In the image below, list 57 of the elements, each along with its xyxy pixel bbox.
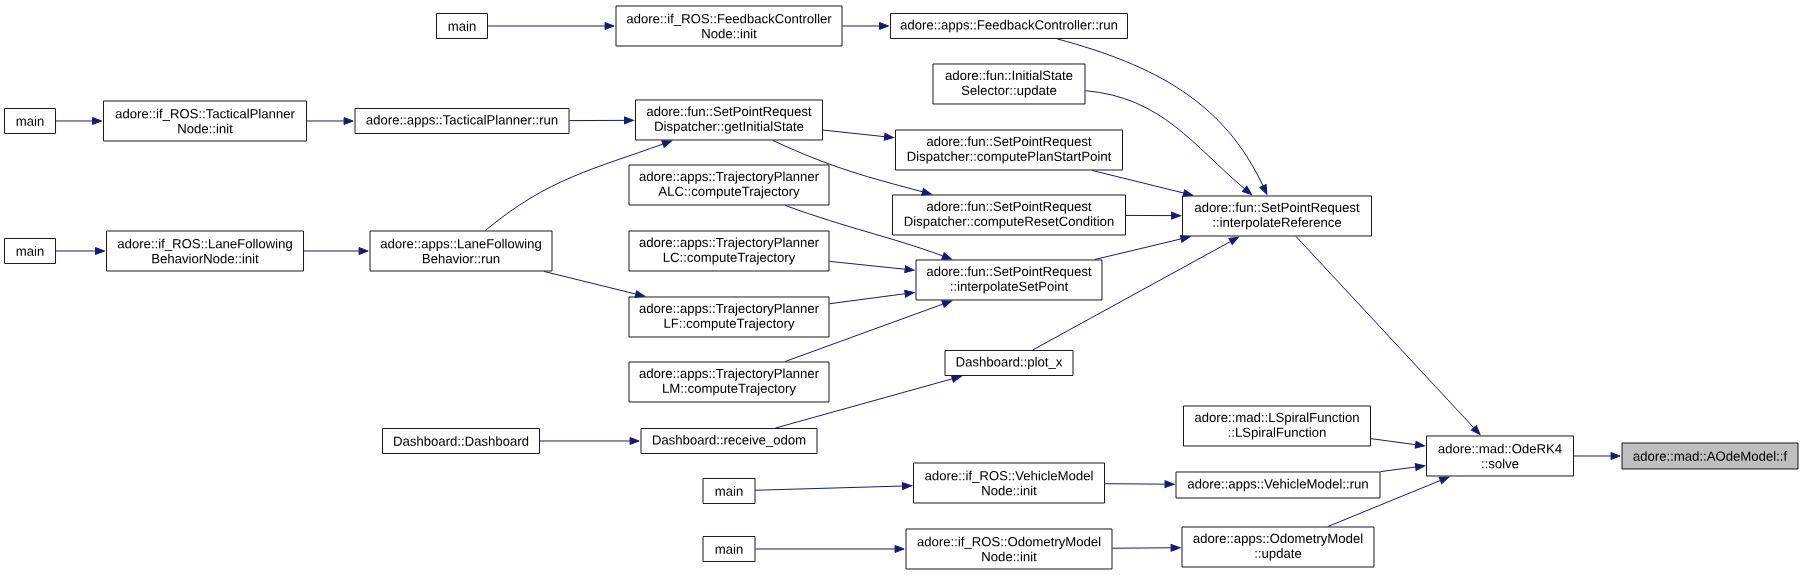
function-box: adore::apps::FeedbackController::run: [890, 13, 1128, 39]
function-box: main: [4, 238, 56, 264]
function-box: adore::if_ROS::FeedbackController Node::init: [615, 5, 843, 47]
arrow: [1370, 438, 1426, 449]
arrow: [841, 22, 890, 30]
function-box: adore::mad::OdeRK4 ::solve: [1426, 435, 1574, 477]
arrow: [55, 247, 106, 255]
function-box: adore::fun::SetPointRequest Dispatcher::getInitialState: [635, 99, 823, 141]
arrow: [754, 482, 913, 491]
function-box: adore::fun::SetPointRequest ::interpolateReference: [1182, 195, 1372, 237]
arrow: [1573, 452, 1621, 460]
function-box: adore::apps::TrajectoryPlanner LM::computeTrajectory: [628, 361, 830, 403]
arrow: [306, 117, 354, 125]
function-box: adore::apps::TrajectoryPlanner LC::computeTrajectory: [628, 230, 830, 272]
arrow: [539, 437, 640, 445]
function-box: Dashboard::plot_x: [944, 350, 1074, 376]
arrow: [822, 129, 895, 141]
arrow: [1295, 235, 1481, 435]
function-box: adore::if_ROS::VehicleModel Node::init: [913, 462, 1105, 504]
function-box: adore::if_ROS::TacticalPlanner Node::init: [103, 100, 307, 142]
function-box: adore::apps::TrajectoryPlanner LF::computeTrajectory: [628, 296, 830, 338]
function-box: Dashboard::Dashboard: [382, 428, 540, 454]
arrow: [487, 22, 615, 30]
function-box: adore::apps::TrajectoryPlanner ALC::computeTrajectory: [628, 164, 830, 206]
arrow: [828, 260, 915, 274]
function-box: main: [702, 536, 756, 562]
arrow: [55, 117, 103, 125]
arrow: [1125, 211, 1182, 220]
arrow: [1104, 480, 1175, 489]
arrow: [1094, 235, 1191, 261]
arrow: [828, 289, 915, 305]
arrow: [1111, 543, 1181, 552]
arrow: [754, 545, 905, 553]
function-box: adore::apps::LaneFollowing Behavior::run: [369, 230, 553, 272]
function-box: main: [436, 13, 488, 39]
arrow: [543, 270, 646, 298]
arrow: [772, 139, 932, 196]
arrow: [484, 140, 672, 232]
arrow: [1032, 236, 1239, 351]
function-box: adore::if_ROS::LaneFollowing BehaviorNode::init: [106, 230, 304, 272]
function-box: adore::mad::LSpiralFunction ::LSpiralFunction: [1183, 405, 1371, 447]
function-box: adore::apps::VehicleModel::run: [1175, 471, 1381, 499]
arrow: [568, 116, 635, 125]
function-box: adore::fun::SetPointRequest ::interpolateSetPoint: [915, 259, 1103, 301]
function-box: main: [702, 478, 756, 504]
function-box: adore::mad::AOdeModel::f: [1621, 442, 1799, 470]
function-box: Dashboard::receive_odom: [640, 428, 818, 454]
function-box: adore::fun::SetPointRequest Dispatcher::computePlanStartPoint: [895, 129, 1123, 171]
arrow: [1379, 463, 1426, 473]
arrow: [303, 247, 369, 255]
function-box: adore::fun::InitialState Selector::update: [932, 63, 1086, 105]
function-box: adore::if_ROS::OdometryModel Node::init: [905, 528, 1113, 570]
function-box: adore::apps::TacticalPlanner::run: [354, 108, 570, 134]
function-box: adore::apps::OdometryModel ::update: [1181, 526, 1375, 568]
arrow: [1084, 90, 1253, 196]
function-box: main: [4, 108, 56, 134]
function-box: adore::fun::SetPointRequest Dispatcher::computeResetCondition: [892, 194, 1126, 236]
